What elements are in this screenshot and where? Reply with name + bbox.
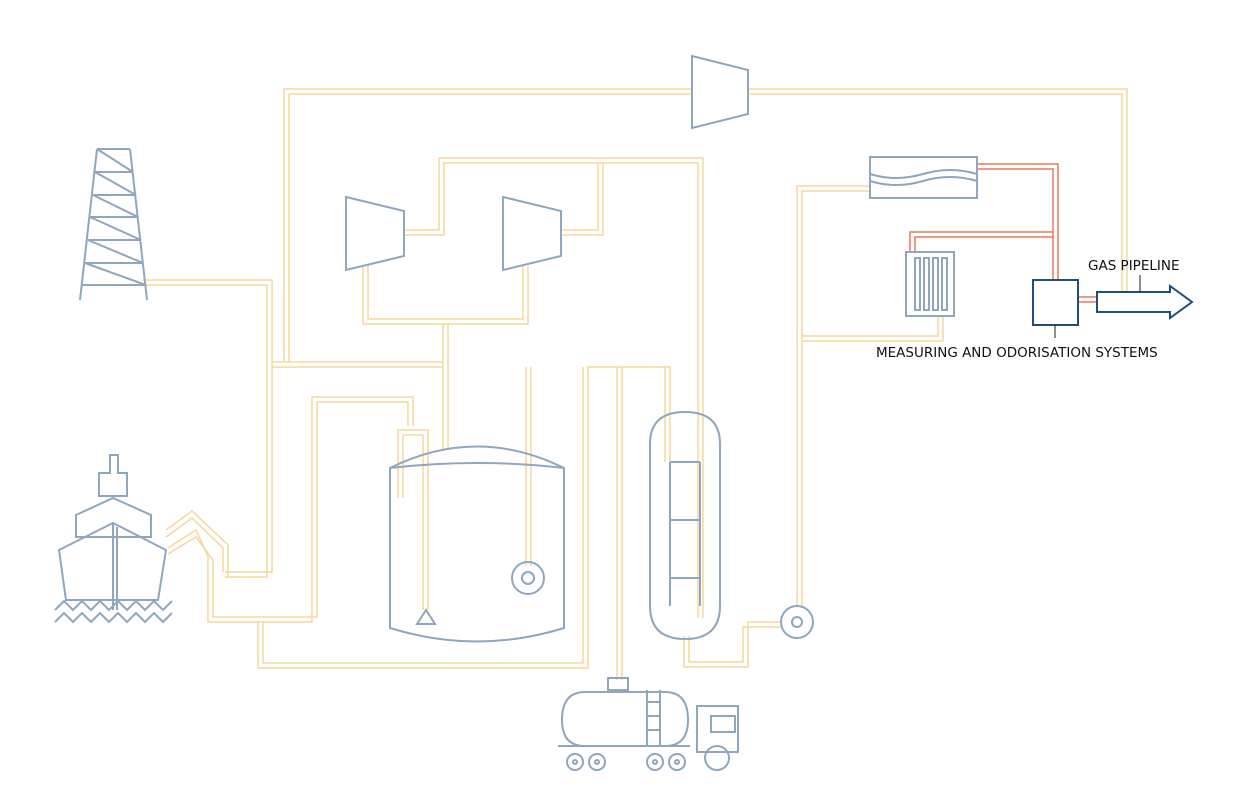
compressor-top: [691, 54, 749, 130]
pipe-network: [142, 88, 1128, 680]
pipe-compressor-manifold: [404, 157, 704, 618]
pipe-pump-riser: [796, 185, 870, 606]
pipe-bottom-return: [257, 366, 671, 669]
pump-icon: [780, 605, 814, 639]
pipe-compressor-bottoms: [362, 266, 529, 325]
pipe-ship-upper-inner: [165, 517, 224, 572]
pipe-compressor-manifold-inner: [404, 162, 699, 618]
drilling-rig-icon: [79, 148, 148, 301]
pipe-metering-out: [1078, 296, 1097, 303]
pipe-tank-dip: [397, 429, 429, 610]
pipe-compressor-2-out: [562, 163, 604, 236]
pipe-exchanger-out: [976, 163, 1059, 280]
gas-pipeline-label: GAS PIPELINE: [1088, 258, 1179, 274]
metering-box-icon: [1032, 279, 1079, 326]
pipe-ship-lower-inner: [167, 401, 409, 618]
tanker-truck-icon: [558, 677, 739, 771]
pipe-mid-horizontal: [272, 361, 443, 368]
pipe-top-loop-inner: [288, 93, 1123, 362]
pipe-ship-lower: [167, 396, 414, 623]
compressor-right: [502, 195, 562, 272]
storage-tank-icon: [389, 445, 565, 643]
column-vessel-icon: [649, 410, 721, 641]
pipe-hot-network: [909, 163, 1097, 303]
pipe-rig: [142, 279, 273, 573]
compressor-icon: [345, 54, 749, 272]
pipeline-arrow-icon: [1096, 284, 1194, 320]
heat-exchanger-icon: [869, 156, 978, 199]
tank-pump-inner: [521, 571, 535, 585]
filter-icon: [905, 251, 955, 317]
pipe-top-loop: [283, 88, 1128, 362]
tank-inlet-triangle: [415, 608, 437, 625]
pipe-filter-branch: [802, 316, 944, 342]
compressor-left: [345, 195, 405, 272]
pipe-truck-loading: [616, 367, 623, 680]
ship-icon: [54, 454, 173, 624]
pipe-rig-inner: [142, 284, 268, 578]
pipe-column-to-pump: [683, 621, 782, 668]
pipe-filter-out: [909, 231, 1053, 252]
measuring-odorisation-label: MEASURING AND ODORISATION SYSTEMS: [876, 345, 1158, 361]
pipe-ship-upper: [165, 510, 229, 577]
tank-pump-outer: [511, 561, 545, 595]
pipe-column-feed: [525, 367, 666, 566]
pipe-compressor-to-tank: [442, 324, 449, 450]
